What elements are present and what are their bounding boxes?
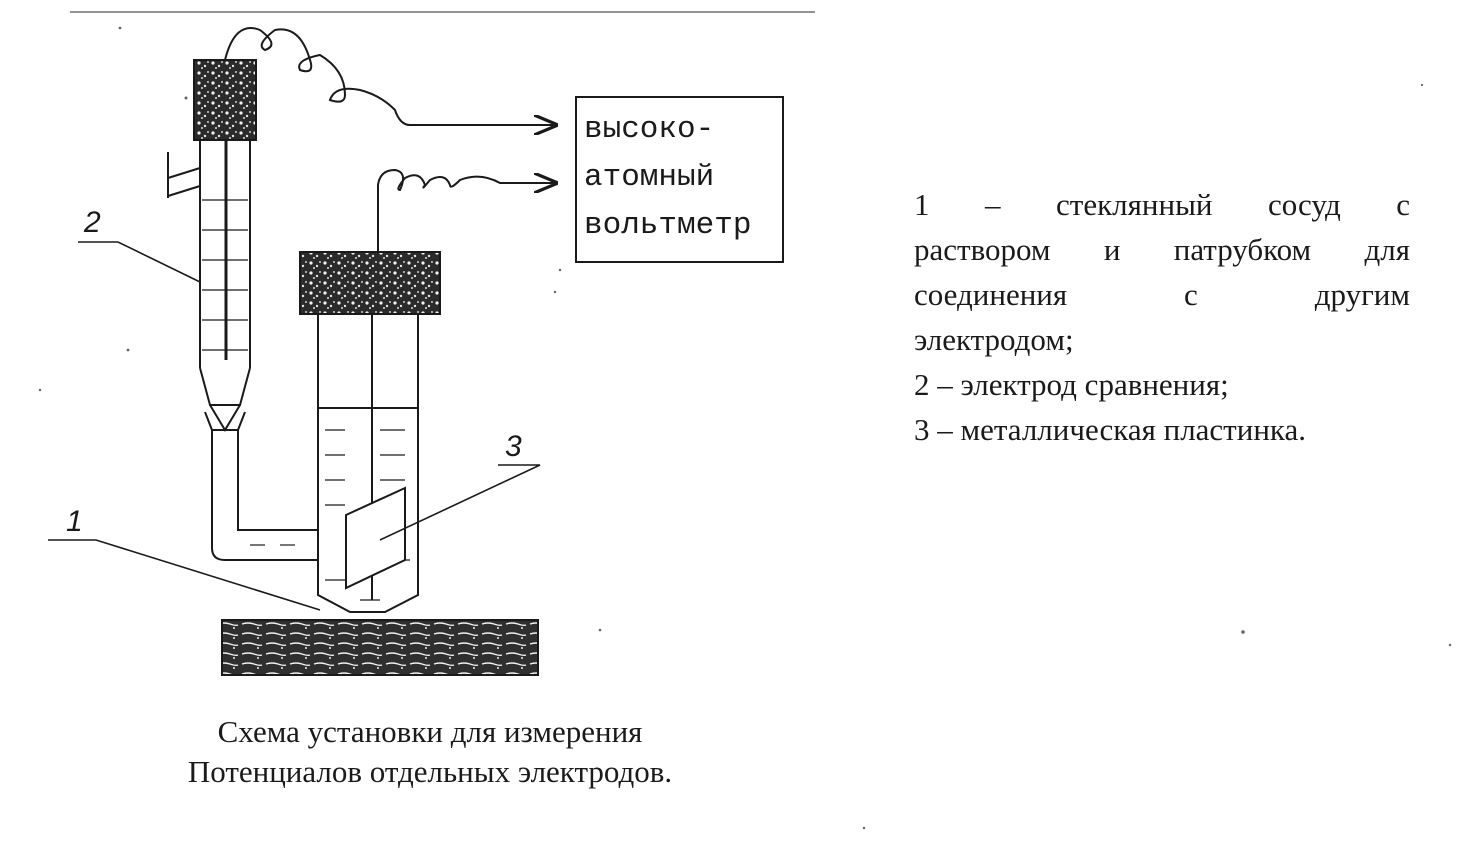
metal-plate <box>345 486 406 590</box>
side-tube <box>211 430 318 561</box>
label-leaders <box>48 241 541 611</box>
scan-specks <box>38 26 1452 830</box>
voltmeter-box <box>575 96 784 263</box>
voltmeter-line-1: высоко- <box>584 112 715 147</box>
reference-electrode-stopper <box>193 59 257 141</box>
glass-vessel <box>204 251 441 613</box>
legend-item-2: 2 – электрод сравнения; <box>914 367 1229 402</box>
voltmeter-line-2: атомный <box>584 160 715 195</box>
label-3: 3 <box>505 430 522 463</box>
caption-line-1: Схема установки для измерения <box>217 714 643 749</box>
legend-item-1-line-2: раствором и патрубком для <box>914 232 1410 267</box>
voltmeter-label: высоко- атомный вольтметр <box>584 106 784 250</box>
reference-electrode <box>167 59 257 432</box>
label-1: 1 <box>66 505 83 538</box>
vessel-stopper <box>299 251 441 315</box>
legend-item-1-line-3: соединения с другим <box>914 277 1410 312</box>
connecting-wires <box>224 27 556 252</box>
legend-item-1-line-1: 1 – стеклянный сосуд с <box>914 187 1410 222</box>
base-stand <box>221 619 539 676</box>
legend-item-3: 3 – металлическая пластинка. <box>914 412 1307 447</box>
caption-line-2: Потенциалов отдельных электродов. <box>187 754 673 789</box>
legend-item-1-line-4: электродом; <box>914 322 1074 357</box>
figure-caption: Схема установки для измерения Потенциало… <box>100 712 760 792</box>
voltmeter-line-3: вольтметр <box>584 208 752 243</box>
legend: 1 – стеклянный сосуд с раствором и патру… <box>914 182 1410 452</box>
label-2: 2 <box>84 206 101 239</box>
